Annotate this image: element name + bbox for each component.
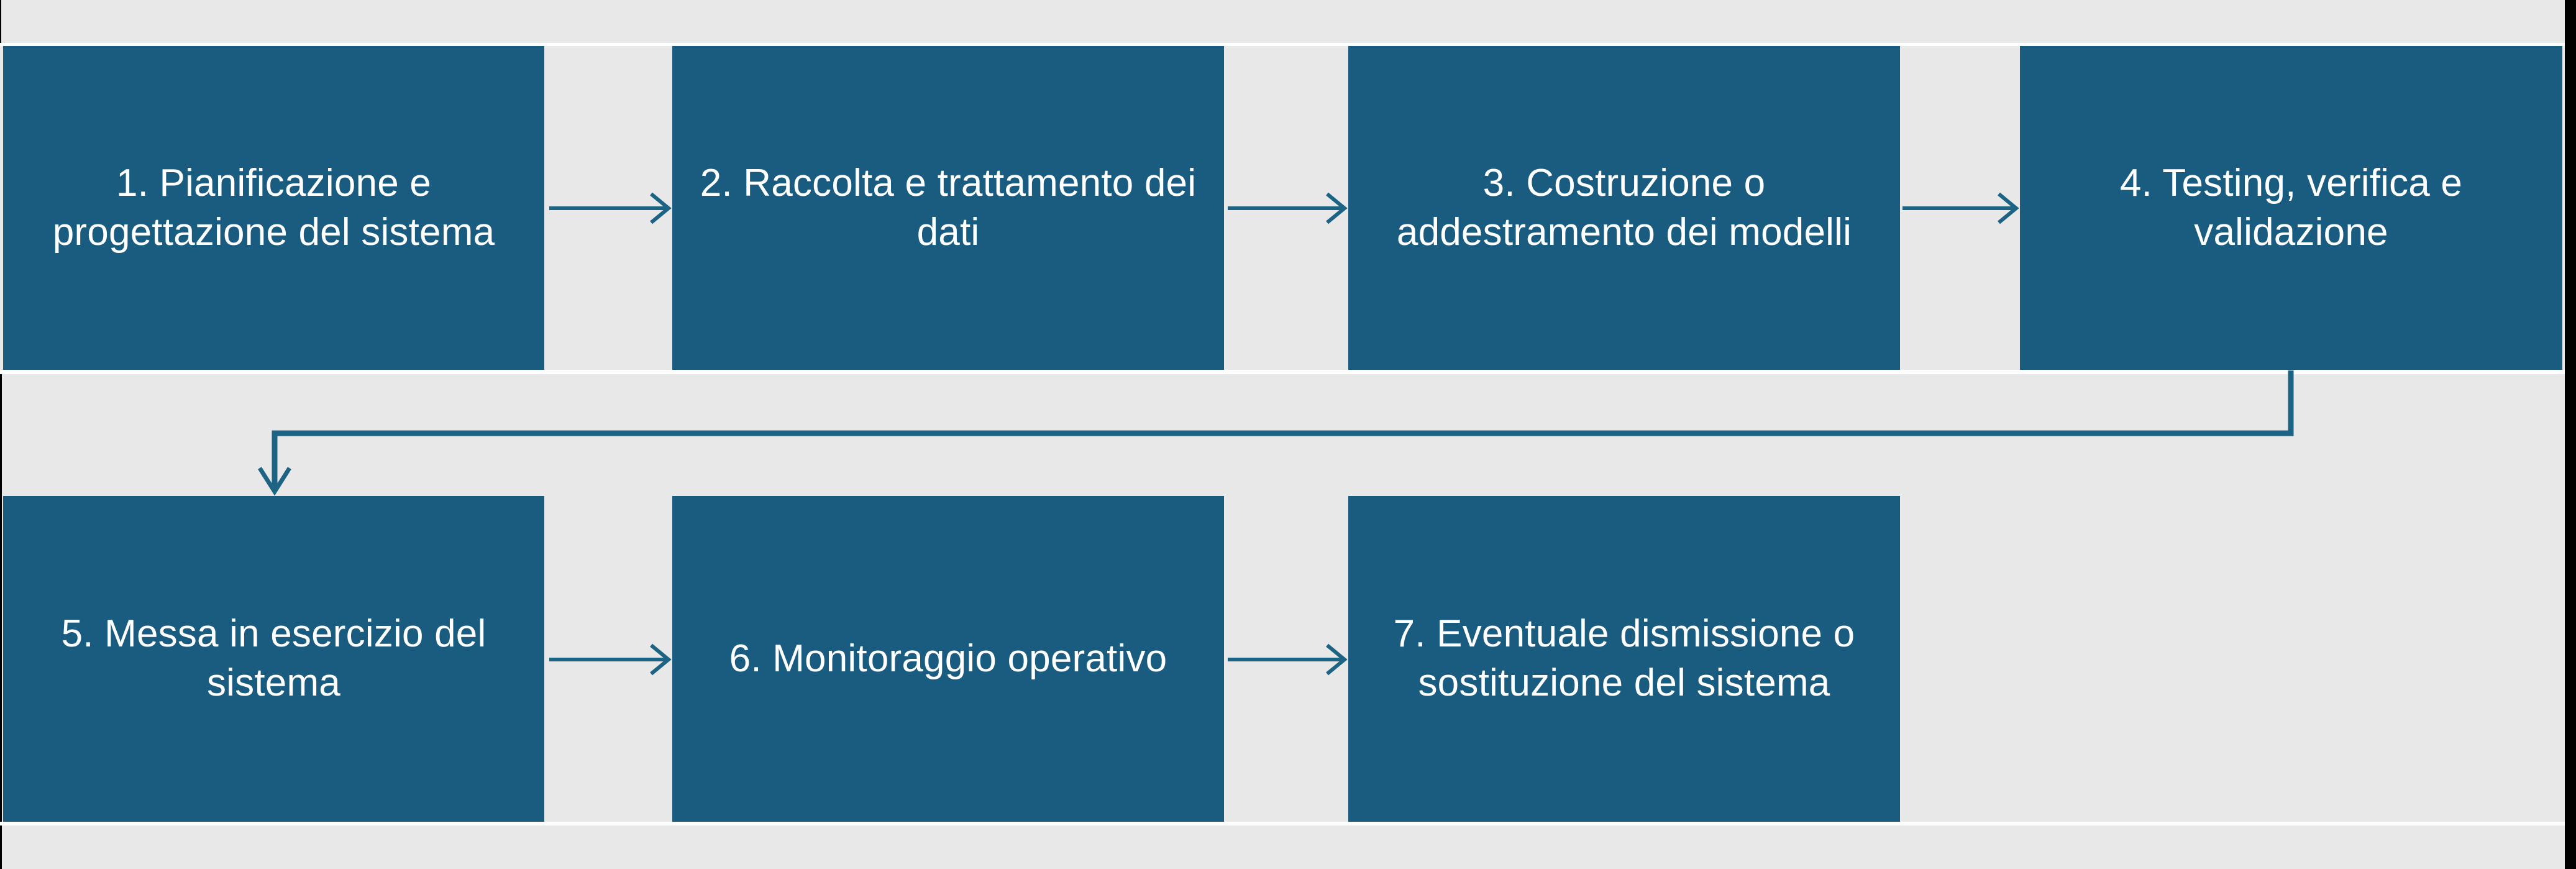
connector-arrow-step3-to-step4 bbox=[1900, 186, 2022, 230]
frame-border-left-lower bbox=[0, 822, 2, 869]
frame-border-left-upper bbox=[0, 0, 1, 43]
connector-arrow-step2-to-step3 bbox=[1224, 186, 1351, 230]
process-box-step-4[interactable]: 4. Testing, verifica e validazione bbox=[2020, 46, 2562, 370]
connector-arrow-step1-to-step2 bbox=[544, 186, 675, 230]
frame-border-left-middle bbox=[0, 374, 2, 822]
process-box-step-3[interactable]: 3. Costruzione o addestramento dei model… bbox=[1348, 46, 1900, 370]
connector-arrow-step6-to-step7 bbox=[1224, 638, 1351, 681]
connector-elbow-step4-to-step5 bbox=[0, 367, 2565, 510]
frame-border-right bbox=[2565, 0, 2576, 869]
process-box-step-6[interactable]: 6. Monitoraggio operativo bbox=[672, 496, 1224, 822]
process-box-step-5[interactable]: 5. Messa in esercizio del sistema bbox=[3, 496, 544, 822]
connector-arrow-step5-to-step6 bbox=[544, 638, 675, 681]
row-gutter-middle bbox=[0, 370, 2565, 374]
process-box-step-2[interactable]: 2. Raccolta e trattamento dei dati bbox=[672, 46, 1224, 370]
row-gutter-top bbox=[0, 43, 2565, 46]
process-box-step-1[interactable]: 1. Pianificazione e progettazione del si… bbox=[3, 46, 544, 370]
process-box-step-7[interactable]: 7. Eventuale dismissione o sostituzione … bbox=[1348, 496, 1900, 822]
row-gutter-bottom bbox=[0, 822, 2565, 825]
